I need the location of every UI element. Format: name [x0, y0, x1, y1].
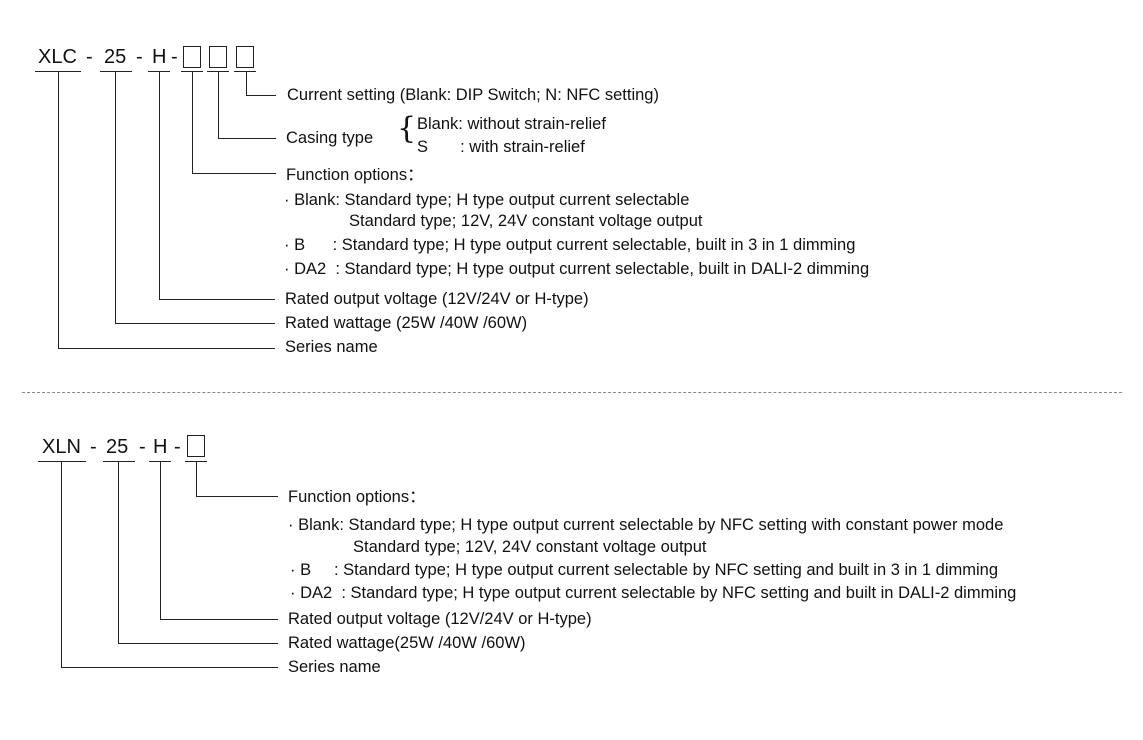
xln-function-leader: [196, 496, 278, 498]
xlc-current-leader: [246, 71, 248, 95]
xlc-rated-wattage-label: Rated wattage (25W /40W /60W): [285, 314, 528, 332]
xln-option-b: · B : Standard type; H type output curre…: [290, 561, 999, 579]
xln-function-box: [187, 435, 205, 457]
xlc-separator: -: [171, 46, 178, 68]
xln-separator: -: [139, 436, 146, 458]
section-divider: [22, 392, 1122, 393]
xln-voltage-leader: [160, 461, 162, 619]
xln-series-leader: [61, 461, 63, 667]
xln-voltage-code: H: [153, 436, 168, 458]
xln-function-options-label: Function options：: [288, 488, 426, 506]
xlc-option-da2: · DA2 : Standard type; H type output cur…: [284, 260, 870, 278]
xlc-option-blank-line1: · Blank: Standard type; H type output cu…: [284, 191, 690, 209]
xlc-function-options-label: Function options：: [286, 166, 424, 184]
xlc-current-underline: [234, 71, 256, 73]
xln-wattage-code: 25: [106, 436, 129, 458]
xln-option-da2: · DA2 : Standard type; H type output cur…: [290, 584, 1017, 602]
xln-separator: -: [174, 436, 181, 458]
xlc-wattage-leader: [115, 71, 117, 323]
xln-separator: -: [90, 436, 97, 458]
xln-function-leader: [196, 461, 198, 496]
xlc-casing-leader: [218, 138, 276, 140]
xlc-current-box: [236, 46, 254, 68]
xlc-function-box: [183, 46, 201, 68]
xln-rated-wattage-label: Rated wattage(25W /40W /60W): [288, 634, 526, 652]
xln-series-name-label: Series name: [288, 658, 381, 676]
xln-voltage-leader: [160, 619, 278, 621]
xln-series-code: XLN: [42, 436, 81, 458]
xlc-casing-type-label: Casing type: [286, 129, 374, 147]
xlc-function-leader: [192, 173, 276, 175]
xlc-series-leader: [58, 348, 275, 350]
xlc-series-name-label: Series name: [285, 338, 378, 356]
xlc-wattage-leader: [115, 323, 275, 325]
xlc-series-leader: [58, 71, 60, 348]
xlc-voltage-leader: [159, 71, 161, 299]
xlc-rated-voltage-label: Rated output voltage (12V/24V or H-type): [285, 290, 589, 308]
xlc-wattage-code: 25: [104, 46, 127, 68]
xlc-voltage-leader: [159, 299, 275, 301]
xlc-option-blank-line2: Standard type; 12V, 24V constant voltage…: [349, 212, 703, 230]
xlc-casing-box: [209, 46, 227, 68]
xlc-current-leader: [246, 95, 276, 97]
xlc-series-code: XLC: [38, 46, 77, 68]
xlc-casing-leader: [218, 71, 220, 138]
xln-series-leader: [61, 667, 278, 669]
xlc-voltage-code: H: [152, 46, 167, 68]
xlc-function-leader: [192, 71, 194, 173]
xlc-option-b: · B : Standard type; H type output curre…: [284, 236, 856, 254]
xln-wattage-leader: [118, 461, 120, 643]
xln-option-blank-line2: Standard type; 12V, 24V constant voltage…: [353, 538, 707, 556]
xln-rated-voltage-label: Rated output voltage (12V/24V or H-type): [288, 610, 592, 628]
xln-wattage-leader: [118, 643, 278, 645]
xln-option-blank-line1: · Blank: Standard type; H type output cu…: [288, 516, 1004, 534]
xlc-separator: -: [86, 46, 93, 68]
xlc-separator: -: [136, 46, 143, 68]
xlc-casing-s-option: S : with strain-relief: [417, 138, 585, 156]
xlc-current-setting-label: Current setting (Blank: DIP Switch; N: N…: [287, 86, 659, 104]
xlc-casing-brace: {: [397, 111, 417, 146]
xlc-casing-blank-option: Blank: without strain-relief: [417, 115, 606, 133]
